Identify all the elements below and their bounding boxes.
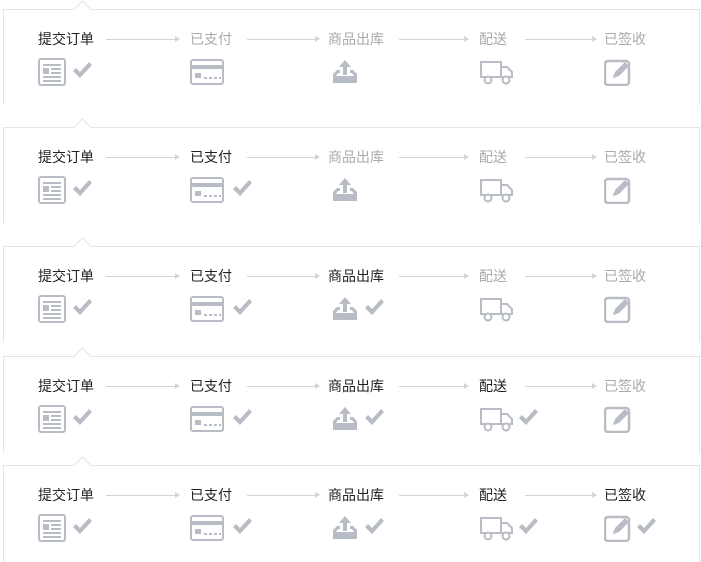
outbound-tray-icon bbox=[331, 295, 359, 323]
step-label: 已支付 bbox=[190, 32, 232, 48]
step-arrow bbox=[106, 36, 180, 42]
panel-pointer-caret bbox=[73, 0, 92, 19]
check-icon bbox=[517, 406, 539, 428]
step-label: 提交订单 bbox=[38, 150, 94, 166]
step-arrow bbox=[525, 383, 597, 389]
step-arrow bbox=[525, 36, 597, 42]
outbound-tray-icon bbox=[331, 176, 359, 204]
step-arrow bbox=[399, 383, 469, 389]
outbound-tray-icon bbox=[331, 58, 359, 86]
delivery-truck-icon bbox=[480, 295, 514, 323]
step-arrow bbox=[399, 273, 469, 279]
step-label: 已签收 bbox=[604, 488, 646, 504]
check-icon bbox=[231, 177, 253, 199]
step-label: 已签收 bbox=[604, 379, 646, 395]
sign-edit-icon bbox=[604, 295, 632, 323]
check-icon bbox=[635, 515, 657, 537]
step-arrow bbox=[247, 383, 320, 389]
payment-card-icon bbox=[190, 176, 224, 204]
panel-pointer-caret bbox=[73, 237, 92, 256]
step-label: 配送 bbox=[479, 269, 507, 285]
order-document-icon bbox=[38, 295, 66, 323]
sign-edit-icon bbox=[604, 58, 632, 86]
step-label: 商品出库 bbox=[328, 488, 384, 504]
step-label: 提交订单 bbox=[38, 488, 94, 504]
order-document-icon bbox=[38, 514, 66, 542]
step-label: 配送 bbox=[479, 150, 507, 166]
panel-pointer-caret bbox=[73, 118, 92, 137]
check-icon bbox=[231, 515, 253, 537]
step-label: 商品出库 bbox=[328, 379, 384, 395]
payment-card-icon bbox=[190, 405, 224, 433]
step-arrow bbox=[106, 154, 180, 160]
step-arrow bbox=[399, 492, 469, 498]
panel-pointer-caret bbox=[73, 456, 92, 475]
outbound-tray-icon bbox=[331, 514, 359, 542]
payment-card-icon bbox=[190, 58, 224, 86]
step-label: 提交订单 bbox=[38, 32, 94, 48]
step-arrow bbox=[525, 154, 597, 160]
step-label: 配送 bbox=[479, 379, 507, 395]
step-arrow bbox=[247, 492, 320, 498]
step-label: 已签收 bbox=[604, 150, 646, 166]
delivery-truck-icon bbox=[480, 405, 514, 433]
step-arrow bbox=[106, 273, 180, 279]
order-document-icon bbox=[38, 405, 66, 433]
order-progress-panel: 提交订单 已支付 商品出库 配送 已签收 bbox=[3, 0, 700, 105]
check-icon bbox=[517, 515, 539, 537]
check-icon bbox=[363, 406, 385, 428]
sign-edit-icon bbox=[604, 514, 632, 542]
check-icon bbox=[231, 406, 253, 428]
step-label: 已签收 bbox=[604, 32, 646, 48]
order-progress-panel: 提交订单 已支付 商品出库 配送 已签收 bbox=[3, 347, 700, 452]
check-icon bbox=[231, 296, 253, 318]
step-label: 已支付 bbox=[190, 488, 232, 504]
step-label: 提交订单 bbox=[38, 269, 94, 285]
order-document-icon bbox=[38, 176, 66, 204]
check-icon bbox=[363, 296, 385, 318]
check-icon bbox=[71, 177, 93, 199]
step-label: 已支付 bbox=[190, 379, 232, 395]
step-arrow bbox=[106, 383, 180, 389]
check-icon bbox=[71, 59, 93, 81]
step-label: 已签收 bbox=[604, 269, 646, 285]
step-label: 提交订单 bbox=[38, 379, 94, 395]
step-arrow bbox=[247, 36, 320, 42]
outbound-tray-icon bbox=[331, 405, 359, 433]
order-document-icon bbox=[38, 58, 66, 86]
step-arrow bbox=[399, 36, 469, 42]
step-arrow bbox=[247, 154, 320, 160]
panel-pointer-caret bbox=[73, 347, 92, 366]
step-label: 已支付 bbox=[190, 150, 232, 166]
step-label: 配送 bbox=[479, 488, 507, 504]
payment-card-icon bbox=[190, 295, 224, 323]
step-label: 配送 bbox=[479, 32, 507, 48]
order-progress-panel: 提交订单 已支付 商品出库 配送 已签收 bbox=[3, 118, 700, 223]
step-arrow bbox=[525, 273, 597, 279]
step-label: 商品出库 bbox=[328, 150, 384, 166]
step-label: 已支付 bbox=[190, 269, 232, 285]
check-icon bbox=[71, 515, 93, 537]
check-icon bbox=[363, 515, 385, 537]
check-icon bbox=[71, 296, 93, 318]
sign-edit-icon bbox=[604, 176, 632, 204]
delivery-truck-icon bbox=[480, 58, 514, 86]
payment-card-icon bbox=[190, 514, 224, 542]
sign-edit-icon bbox=[604, 405, 632, 433]
step-label: 商品出库 bbox=[328, 269, 384, 285]
delivery-truck-icon bbox=[480, 514, 514, 542]
step-arrow bbox=[525, 492, 597, 498]
order-progress-panel: 提交订单 已支付 商品出库 配送 已签收 bbox=[3, 456, 700, 562]
check-icon bbox=[71, 406, 93, 428]
order-progress-panel: 提交订单 已支付 商品出库 配送 已签收 bbox=[3, 237, 700, 342]
delivery-truck-icon bbox=[480, 176, 514, 204]
step-label: 商品出库 bbox=[328, 32, 384, 48]
step-arrow bbox=[106, 492, 180, 498]
step-arrow bbox=[399, 154, 469, 160]
step-arrow bbox=[247, 273, 320, 279]
